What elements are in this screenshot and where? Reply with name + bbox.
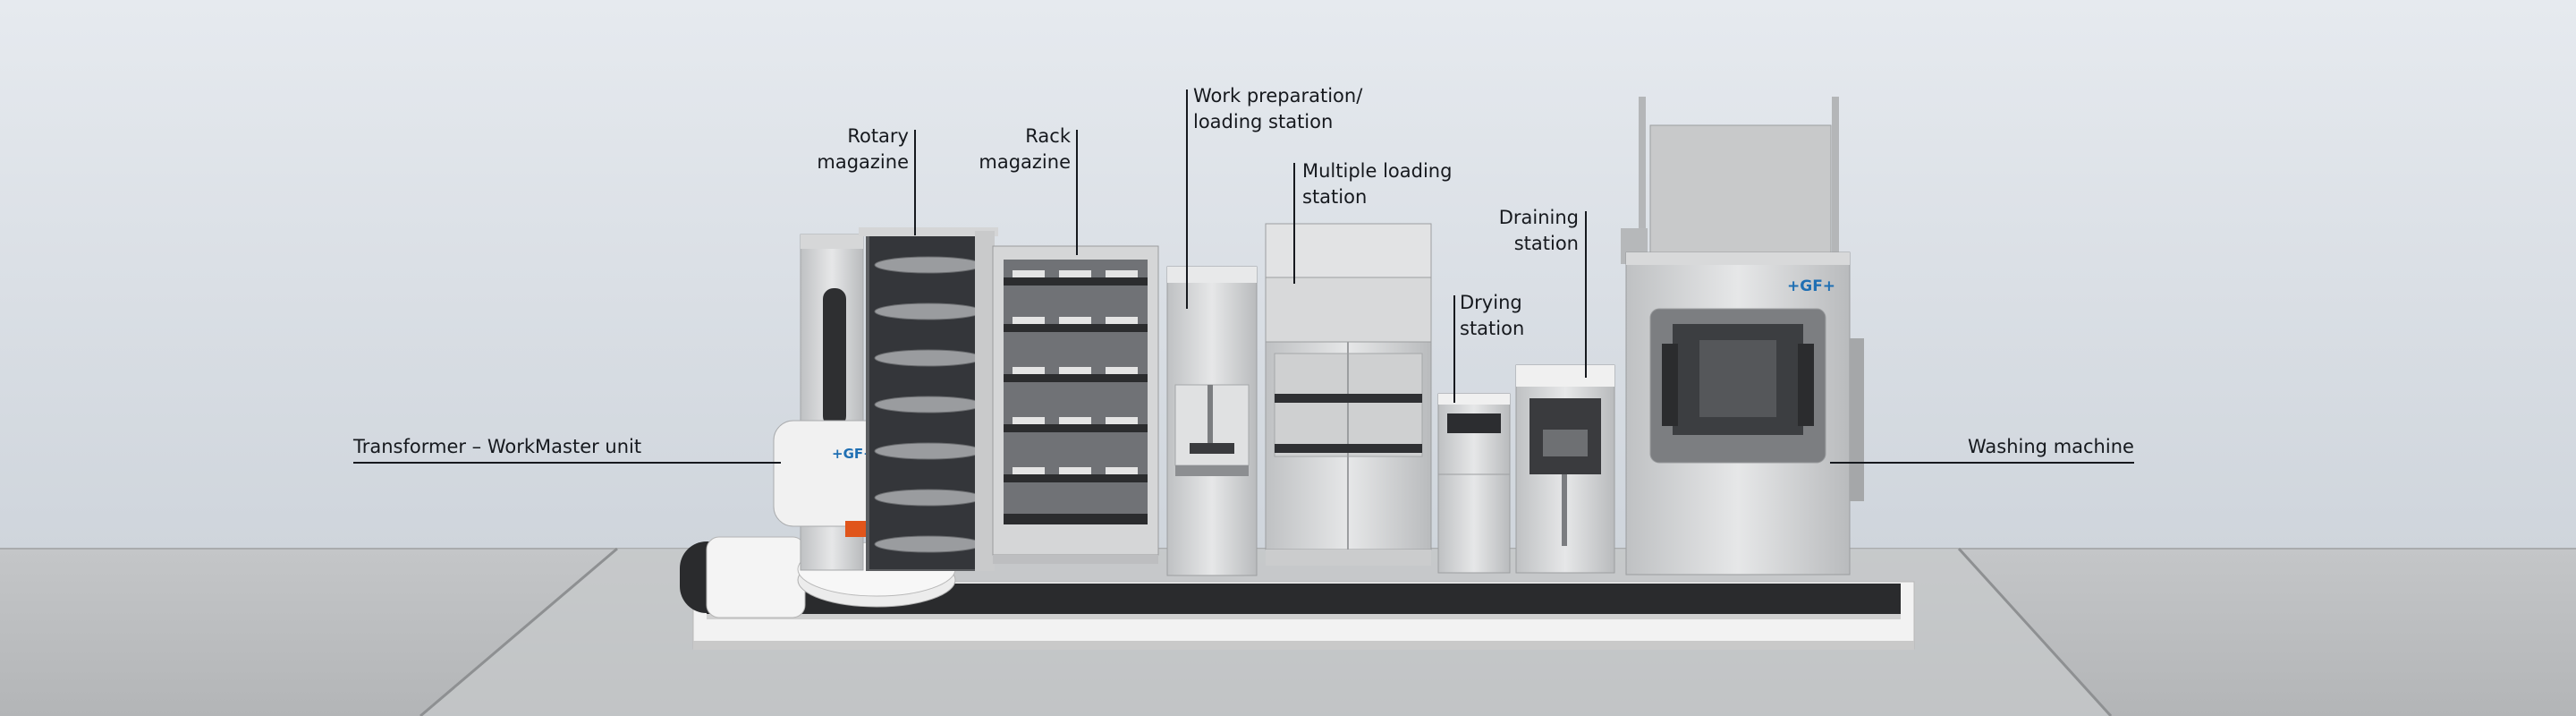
leader-line-transformer bbox=[353, 462, 781, 464]
callout-washing-machine: Washing machine bbox=[1968, 436, 2134, 457]
drying-station bbox=[1437, 393, 1511, 574]
draining-station bbox=[1515, 364, 1615, 574]
transformer-logo: +GF+ bbox=[832, 446, 875, 462]
callout-transformer: Transformer – WorkMaster unit bbox=[353, 436, 642, 457]
callout-multiple-loading: Multiple loading station bbox=[1302, 160, 1453, 208]
leader-line-multiple-loading bbox=[1293, 163, 1295, 284]
callout-drying: Drying station bbox=[1460, 292, 1525, 339]
rack-magazine bbox=[992, 245, 1159, 564]
callout-work-preparation: Work preparation/ loading station bbox=[1193, 85, 1363, 132]
leader-line-rack bbox=[1076, 130, 1078, 255]
leader-line-rotary bbox=[914, 130, 916, 235]
rotary-magazine bbox=[859, 227, 998, 571]
callout-draining: Draining station bbox=[1498, 207, 1579, 254]
leader-line-drying bbox=[1453, 295, 1455, 403]
leader-line-work-prep bbox=[1186, 90, 1188, 309]
callout-rotary-magazine: Rotary magazine bbox=[817, 125, 909, 173]
washing-machine-logo: +GF+ bbox=[1787, 277, 1835, 295]
leader-line-washing bbox=[1830, 462, 2134, 464]
callout-rack-magazine: Rack magazine bbox=[979, 125, 1071, 173]
base-rail bbox=[692, 581, 1915, 650]
multiple-loading-station bbox=[1265, 223, 1432, 566]
leader-line-draining bbox=[1585, 211, 1587, 378]
washing-machine: +GF+ bbox=[1621, 97, 1864, 575]
work-preparation-station bbox=[1166, 266, 1258, 576]
